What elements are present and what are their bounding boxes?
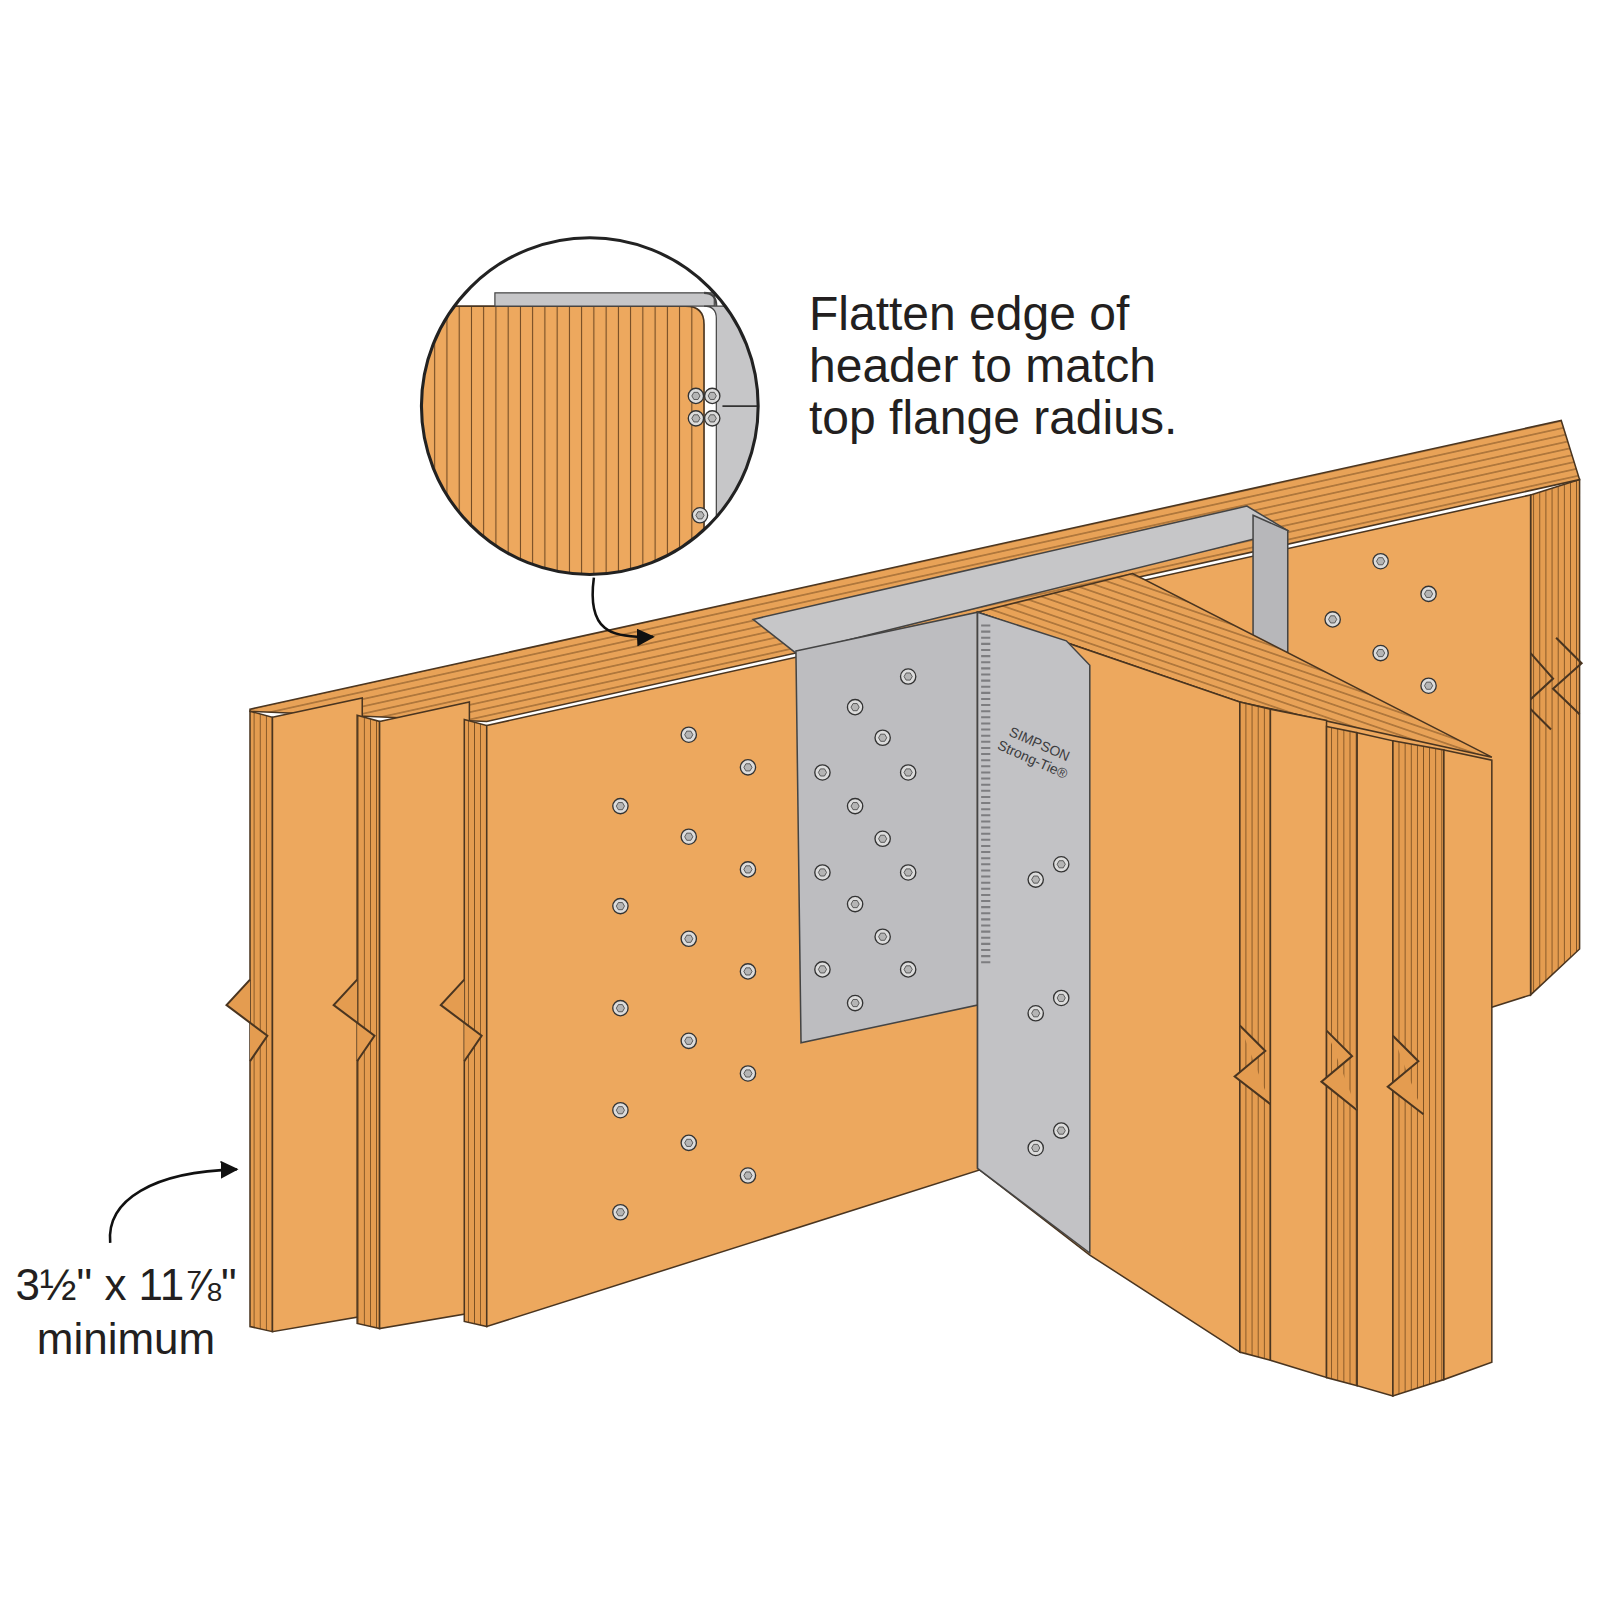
dimension-label: 3½" x 11⅞" minimum bbox=[8, 1258, 244, 1366]
nail bbox=[681, 1135, 696, 1150]
nail bbox=[1028, 1140, 1043, 1155]
break-line bbox=[1526, 638, 1582, 730]
nail bbox=[681, 829, 696, 844]
nail bbox=[692, 508, 707, 523]
nail bbox=[681, 931, 696, 946]
detail-top-flange bbox=[495, 293, 714, 306]
nail bbox=[901, 962, 916, 977]
callout-note: Flatten edge of header to match top flan… bbox=[809, 288, 1219, 444]
break-line bbox=[227, 980, 268, 1062]
nail bbox=[1421, 586, 1436, 601]
break-line bbox=[1235, 1026, 1271, 1105]
nail bbox=[1373, 645, 1388, 660]
nail bbox=[875, 929, 890, 944]
joist-ply-face bbox=[1357, 733, 1393, 1396]
break-line bbox=[441, 980, 482, 1062]
header-ply-edge bbox=[357, 715, 379, 1328]
nail bbox=[847, 798, 862, 813]
leader-arrow bbox=[593, 578, 653, 637]
nail bbox=[1054, 990, 1069, 1005]
joist-ply-face bbox=[1270, 709, 1326, 1377]
nail bbox=[681, 727, 696, 742]
header-ply-edge bbox=[250, 711, 272, 1331]
nail bbox=[740, 1066, 755, 1081]
detail-leader bbox=[722, 405, 760, 407]
nail bbox=[740, 964, 755, 979]
joist-ply-edge bbox=[1393, 741, 1444, 1396]
nail bbox=[847, 699, 862, 714]
detail-outline bbox=[421, 238, 758, 575]
header-ply-end bbox=[1531, 480, 1580, 995]
nail bbox=[1325, 612, 1340, 627]
nail bbox=[815, 865, 830, 880]
hanger-side-flange bbox=[978, 612, 1090, 1253]
nail bbox=[740, 862, 755, 877]
nail bbox=[688, 411, 703, 426]
nail bbox=[740, 760, 755, 775]
nail bbox=[688, 388, 703, 403]
break-line bbox=[1388, 1036, 1424, 1115]
hanger-back-flange bbox=[1253, 515, 1288, 653]
joist-hanger bbox=[978, 612, 1090, 1253]
nail bbox=[705, 411, 720, 426]
nail bbox=[740, 1168, 755, 1183]
nail bbox=[815, 765, 830, 780]
nail bbox=[901, 865, 916, 880]
nails bbox=[613, 554, 1436, 1220]
leader-arrow bbox=[110, 1169, 237, 1242]
nail bbox=[1054, 1123, 1069, 1138]
break-line bbox=[1321, 1031, 1357, 1111]
brand-logo: SIMPSON Strong-Tie® bbox=[985, 717, 1087, 787]
nail bbox=[1028, 1006, 1043, 1021]
hanger-face-flange bbox=[796, 612, 978, 1043]
nail bbox=[901, 669, 916, 684]
detail-callout bbox=[413, 238, 765, 592]
nail bbox=[1421, 678, 1436, 693]
break-line bbox=[334, 980, 375, 1062]
nail bbox=[815, 962, 830, 977]
nail bbox=[875, 831, 890, 846]
detail-flange bbox=[704, 306, 765, 592]
joist-beam bbox=[978, 573, 1492, 1395]
nail bbox=[613, 798, 628, 813]
joist-ply-face bbox=[1444, 750, 1492, 1380]
nail bbox=[705, 388, 720, 403]
nail bbox=[613, 1205, 628, 1220]
nail bbox=[847, 995, 862, 1010]
nail bbox=[875, 730, 890, 745]
joist-side bbox=[978, 612, 1240, 1352]
nail bbox=[613, 898, 628, 913]
nail bbox=[1028, 872, 1043, 887]
nail bbox=[1054, 857, 1069, 872]
hanger-bend bbox=[981, 624, 990, 964]
header-ply-edge bbox=[464, 719, 486, 1326]
nail bbox=[1373, 554, 1388, 569]
detail-header bbox=[413, 306, 704, 592]
nail bbox=[847, 896, 862, 911]
nail bbox=[901, 765, 916, 780]
nail bbox=[613, 1001, 628, 1016]
nail bbox=[681, 1033, 696, 1048]
nail bbox=[613, 1103, 628, 1118]
